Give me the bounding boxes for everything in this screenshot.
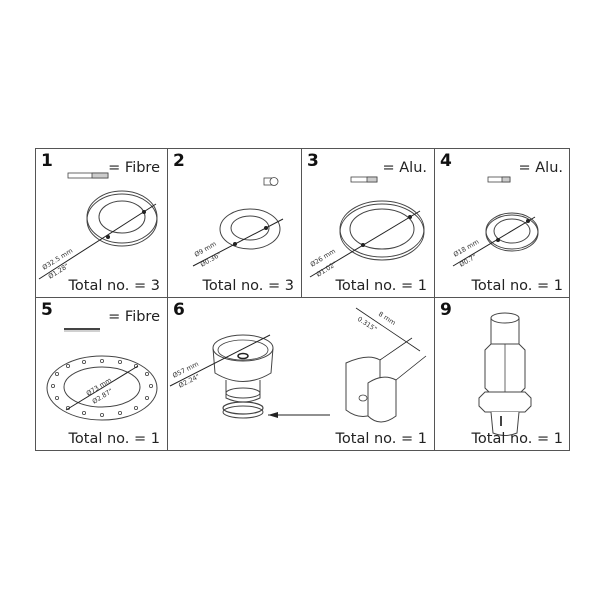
hatched-section-icon: Ø18 mm Ø0.7" [452, 176, 539, 269]
screw-fitting-icon [478, 312, 532, 436]
part-6-cell: 6 Ø57 mm Ø2.24" 8 mm 0.315" [168, 298, 435, 450]
valve-insert-icon: Ø57 mm Ø2.24" 8 mm 0.315" [169, 307, 427, 423]
material-label: = Alu. [518, 160, 563, 176]
total-count: Total no. = 1 [68, 431, 160, 447]
part-number: 4 [440, 151, 452, 171]
svg-text:0.315": 0.315" [356, 315, 378, 333]
hatched-section-icon: Ø26 mm Ø1.02" [309, 176, 425, 279]
part-number: 2 [173, 151, 185, 171]
material-label: = Fibre [108, 309, 160, 325]
total-count: Total no. = 1 [471, 431, 563, 447]
total-count: Total no. = 3 [68, 278, 160, 294]
part-number: 5 [41, 300, 53, 320]
spare-parts-grid: 1 Ø32.5 mm Ø1.28" = Fibre Total no. = 3 … [35, 148, 570, 451]
part-number: 3 [307, 151, 319, 171]
hatched-section-icon: Ø32.5 mm Ø1.28" [38, 172, 158, 281]
washer-icon [86, 190, 158, 247]
arrow-icon [268, 412, 278, 418]
svg-text:Ø18 mm: Ø18 mm [452, 238, 480, 259]
material-label: = Alu. [382, 160, 427, 176]
part-5-cell: 5 Ø73 mm Ø2.87" = Fibre Total no. = 1 [36, 298, 168, 450]
o-ring-icon: Ø9 mm Ø0.36" [192, 177, 284, 269]
total-count: Total no. = 1 [335, 431, 427, 447]
material-label: = Fibre [108, 160, 160, 176]
flange-gasket-icon: Ø73 mm Ø2.87" [46, 328, 158, 421]
total-count: Total no. = 1 [471, 278, 563, 294]
part-1-cell: 1 Ø32.5 mm Ø1.28" = Fibre Total no. = 3 [36, 149, 168, 298]
total-count: Total no. = 3 [202, 278, 294, 294]
part-number: 9 [440, 300, 452, 320]
part-4-cell: 4 Ø18 mm Ø0.7" = Alu. Total no. = 1 [435, 149, 570, 298]
part-number: 1 [41, 151, 53, 171]
part-3-cell: 3 Ø26 mm Ø1.02" = Alu. Total no. = 1 [302, 149, 435, 298]
part-9-cell: 9 Total no. = 1 [435, 298, 570, 450]
total-count: Total no. = 1 [335, 278, 427, 294]
part-2-cell: 2 Ø9 mm Ø0.36" Total no. = 3 [168, 149, 302, 298]
part-number: 6 [173, 300, 185, 320]
